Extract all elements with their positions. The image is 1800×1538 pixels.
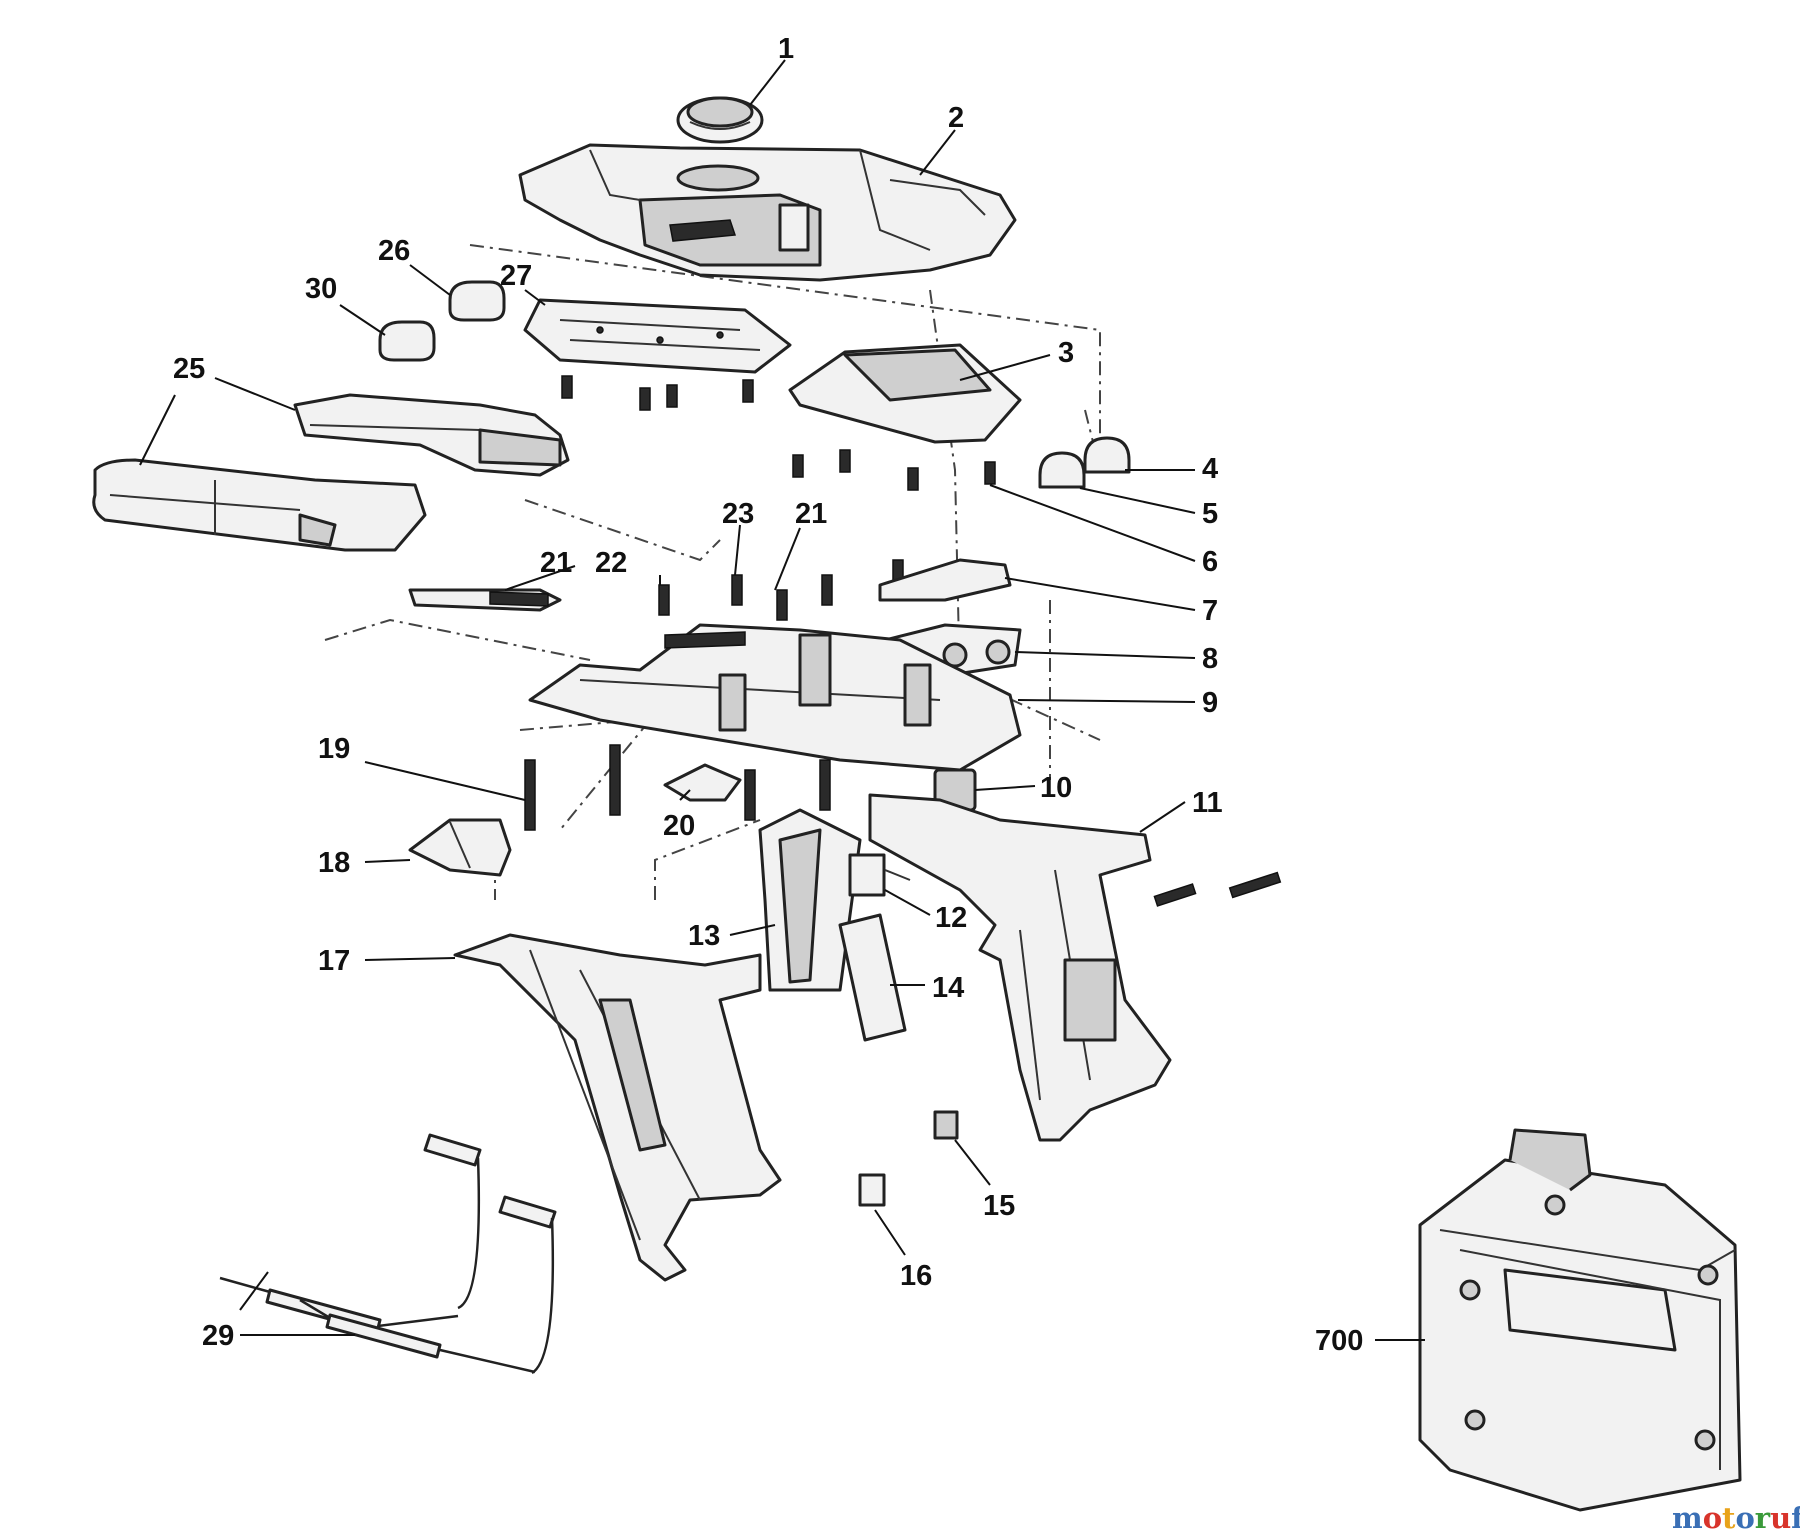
part-9-chassis	[528, 623, 1022, 772]
part-13-center-housing	[758, 808, 862, 992]
label-27: 27	[500, 260, 532, 292]
watermark-text: motoruf.de	[1672, 1501, 1800, 1535]
label-17: 17	[318, 945, 350, 977]
label-25: 25	[173, 353, 205, 385]
screws-upper	[658, 559, 904, 621]
label-26: 26	[378, 235, 410, 267]
label-7: 7	[1202, 595, 1218, 627]
part-27-circuit-board	[523, 298, 792, 411]
label-13: 13	[688, 920, 720, 952]
part-20-gasket	[663, 763, 742, 802]
part-19-standoffs	[524, 744, 831, 831]
part-8-switch	[883, 623, 1022, 677]
label-5: 5	[1202, 498, 1218, 530]
part-17-left-housing	[453, 933, 782, 1282]
label-16: 16	[900, 1260, 932, 1292]
label-21-right: 21	[795, 498, 827, 530]
label-29: 29	[202, 1320, 234, 1352]
label-8: 8	[1202, 643, 1218, 675]
part-26-button	[448, 280, 506, 322]
label-4: 4	[1202, 453, 1218, 485]
leader-lines	[139, 59, 1425, 1341]
label-20: 20	[663, 810, 695, 842]
label-12: 12	[935, 902, 967, 934]
part-700-case	[1418, 1128, 1742, 1512]
label-2: 2	[948, 102, 964, 134]
part-15-clip	[933, 1110, 959, 1140]
label-1: 1	[778, 33, 794, 65]
part-2-top-housing	[518, 143, 1017, 282]
label-11: 11	[1192, 787, 1223, 819]
part-25-handle-upper	[293, 393, 570, 477]
label-22: 22	[595, 547, 627, 579]
part-16-clip	[858, 1173, 886, 1207]
label-14: 14	[932, 972, 964, 1004]
label-6: 6	[1202, 546, 1218, 578]
label-18: 18	[318, 847, 350, 879]
label-700: 700	[1315, 1325, 1363, 1357]
label-10: 10	[1040, 772, 1072, 804]
part-12-plate	[848, 853, 911, 897]
label-19: 19	[318, 733, 350, 765]
part-18-bracket	[408, 818, 512, 877]
part-3-display-cover	[788, 343, 1022, 491]
motoruf-logo: motoruf.de	[1672, 1501, 1800, 1535]
part-25-handle-lower	[92, 458, 427, 552]
part-30-button	[378, 320, 436, 362]
part-14-battery-cover	[838, 913, 907, 1042]
part-1-knob	[676, 96, 764, 144]
part-7-switch-cover	[878, 558, 1012, 602]
part-29-test-leads	[219, 1133, 557, 1375]
part-4-cap	[1083, 436, 1131, 474]
label-23: 23	[722, 498, 754, 530]
label-15: 15	[983, 1190, 1015, 1222]
part-5-cap	[1038, 451, 1086, 489]
part-11-right-housing	[868, 793, 1282, 1142]
label-30: 30	[305, 273, 337, 305]
part-number-labels: 1 2 3 4 5 6 7 8 9 10 11 12 13 14 15 16 1…	[173, 33, 1363, 1357]
part-21-clip	[408, 588, 562, 612]
label-3: 3	[1058, 337, 1074, 369]
label-21-left: 21	[540, 547, 572, 579]
label-9: 9	[1202, 687, 1218, 719]
